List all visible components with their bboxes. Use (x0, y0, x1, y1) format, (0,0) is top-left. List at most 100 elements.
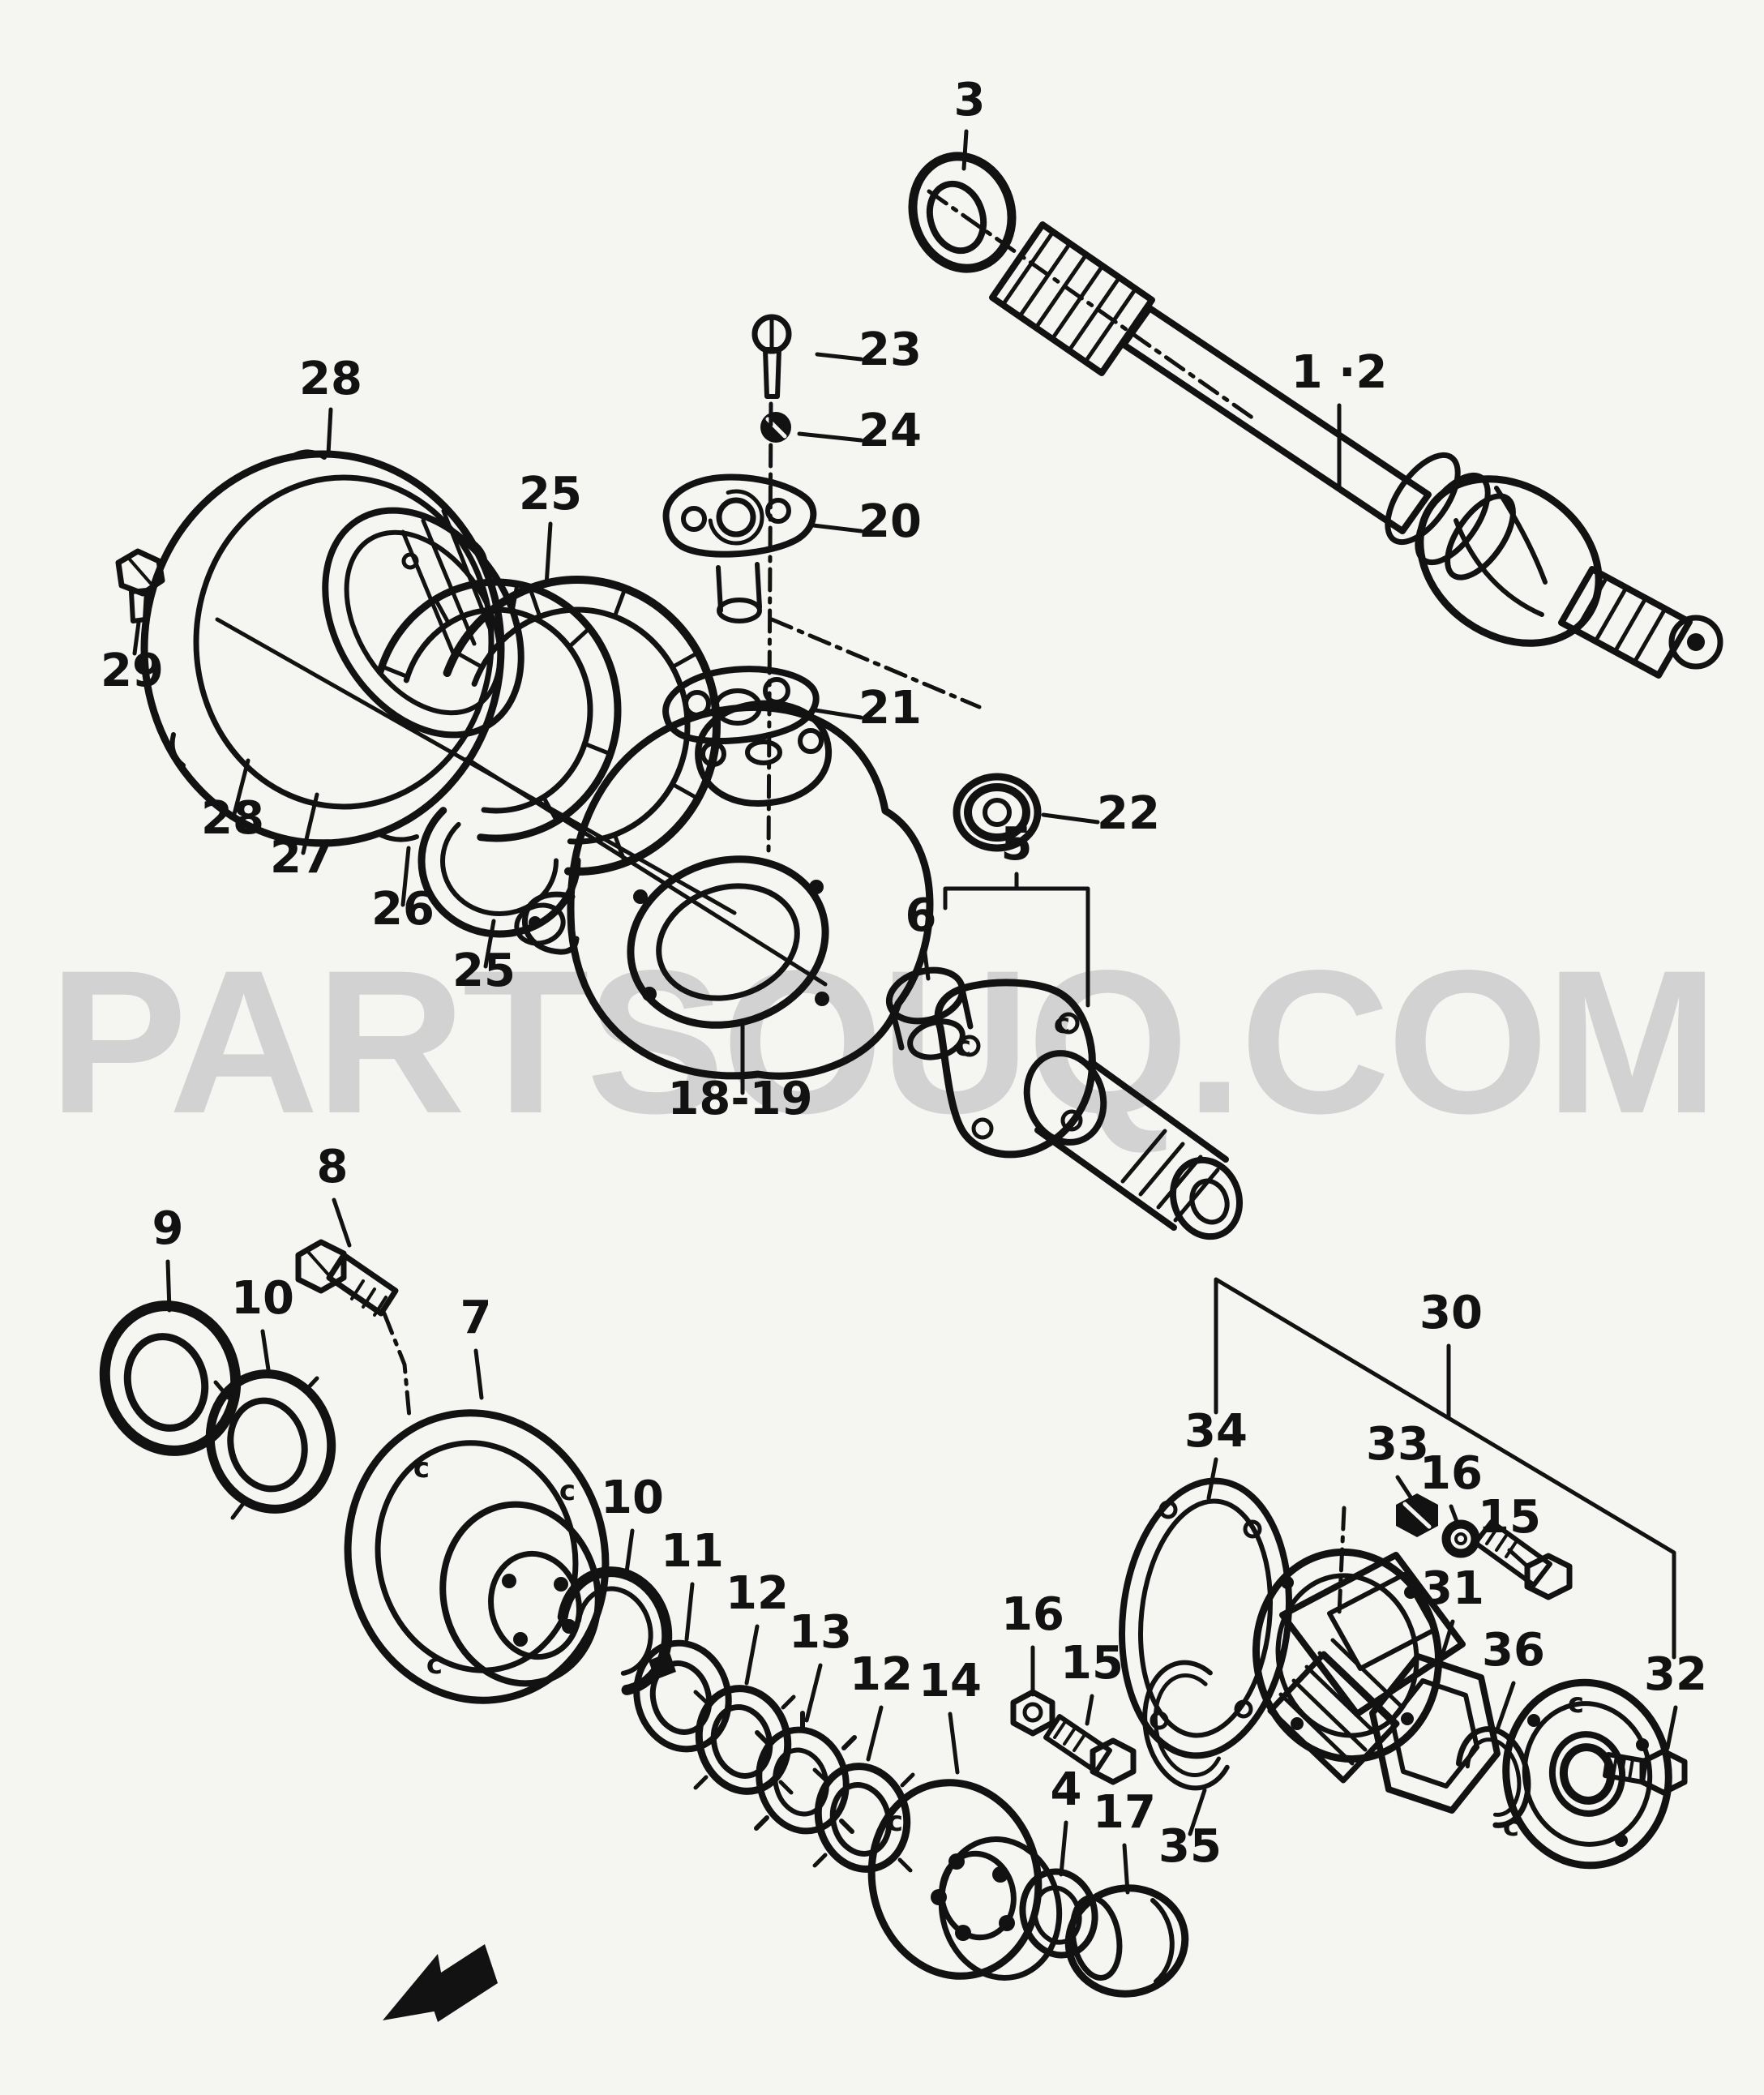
callout-part-33: 33 (1366, 1418, 1429, 1471)
leader-25-top (544, 521, 553, 588)
freewheel-hub-30 (1279, 1552, 1466, 1717)
leader-20 (811, 523, 863, 533)
gasket-34-hole (1243, 1519, 1262, 1539)
callout-part-21: 21 (858, 682, 922, 735)
axle-out-spline-hatch (1632, 606, 1668, 665)
callout-part-24: 24 (858, 405, 922, 457)
gasket-31 (1389, 1678, 1479, 1789)
axle-out-spline-hatch (1593, 585, 1629, 644)
ring-25-hatch (528, 586, 542, 619)
end-flange-dot (1636, 1738, 1649, 1751)
bearing-10-left-hatch (230, 1499, 247, 1520)
freewheel-hub-30-spline (1291, 1678, 1368, 1752)
freewheel-hub-30-dot (1404, 1586, 1417, 1599)
seal-6 (907, 1018, 965, 1060)
knuckle-opening (627, 855, 829, 1029)
cap-17 (1069, 1895, 1123, 1981)
knuckle-bolt-hole (642, 987, 657, 1001)
callout-part-10-left: 10 (231, 1272, 294, 1325)
leader-kingpin-axis (766, 401, 773, 860)
drive-flange-14-spline (992, 1866, 1008, 1883)
callout-part-25-bottom: 25 (452, 945, 516, 997)
callout-part-32: 32 (1644, 1648, 1707, 1701)
leader-8-axis (382, 1311, 412, 1420)
spindle-thread (1120, 1129, 1167, 1184)
leader-36 (1494, 1681, 1516, 1734)
cv-joint-housing (1416, 475, 1603, 647)
callout-part-4: 4 (1051, 1763, 1082, 1816)
spindle-plate (1057, 1012, 1080, 1035)
callout-part-18-19: 18-19 (667, 1073, 812, 1125)
bolt-8 (326, 1252, 399, 1317)
nut-12-first-notch (778, 1780, 794, 1795)
callout-part-13: 13 (789, 1606, 852, 1659)
ring-25-lower (440, 806, 559, 916)
cv-boot-ring (1445, 493, 1516, 581)
spindle-shaft (1034, 1127, 1177, 1231)
gasket-34-hole (1158, 1500, 1178, 1519)
cover-oval-27 (401, 552, 419, 570)
dust-cover-28 (193, 474, 495, 810)
bolt-15-left-thread (1053, 1721, 1066, 1739)
leader-28-top (326, 407, 333, 456)
leader-16-right (1449, 1504, 1461, 1528)
freewheel-hub-30-spline (1304, 1664, 1381, 1738)
leader-assembly-30-bracket (1214, 1277, 1676, 1660)
callout-part-28: 28 (201, 792, 264, 845)
washer-16-right (1441, 1519, 1480, 1558)
nut-12-first (710, 1704, 773, 1779)
bolt-29 (128, 558, 154, 587)
end-flange (1559, 1743, 1616, 1805)
c-ring-35 (1153, 1673, 1227, 1777)
oil-seal-9 (99, 1300, 242, 1456)
callout-part-12-first: 12 (726, 1567, 789, 1620)
hole-mark: c (1503, 1810, 1519, 1843)
ring-26 (370, 578, 622, 842)
bolt-15-right (1524, 1553, 1573, 1600)
cover-oval-hatch (421, 518, 477, 646)
bearing-22 (964, 783, 1030, 842)
bearing-22 (983, 798, 1012, 827)
leader-hub-axis-33 (1337, 1506, 1347, 1616)
callout-part-16-left: 16 (1001, 1588, 1064, 1641)
hole-mark: c (1568, 1687, 1584, 1720)
spindle-plate (934, 979, 1096, 1159)
cover-oval-27 (322, 507, 524, 739)
callout-part-3: 3 (954, 74, 986, 126)
cv-joint-housing (1454, 518, 1544, 617)
bearing-22 (953, 773, 1042, 852)
callout-part-14: 14 (918, 1655, 982, 1707)
watermark-text: PARTSOUQ.COM (49, 928, 1715, 1156)
end-flange-dot (1615, 1834, 1628, 1847)
nut-12-second-notch (812, 1767, 828, 1783)
kingpin-plate-20 (717, 598, 762, 623)
callout-part-15-right: 15 (1478, 1491, 1541, 1544)
drive-flange-14-spline (948, 1853, 965, 1870)
callout-part-16-right: 16 (1419, 1447, 1483, 1500)
lock-washer-13-tab (839, 1819, 854, 1834)
nut-12-first-notch (781, 1694, 796, 1710)
leader-13 (804, 1663, 823, 1723)
axle-shaft-spline-hatch (1083, 286, 1138, 364)
knuckle-top-boss (695, 700, 833, 807)
axle-out-spline-hatch (1612, 596, 1648, 654)
bolt-29 (115, 548, 165, 597)
freewheel-hub-30-dot (1291, 1717, 1304, 1730)
spindle-shaft (1169, 1156, 1244, 1240)
freewheel-hub-30 (1275, 1573, 1419, 1738)
leader-28 (232, 758, 250, 816)
ring-26-hatch (567, 626, 592, 649)
leader-35 (1188, 1788, 1207, 1836)
bolt-15-left (1090, 1737, 1137, 1785)
dust-cover-notch (169, 732, 186, 768)
nut-12-first-notch (693, 1775, 709, 1790)
leader-23 (815, 352, 863, 362)
bolt-32-thread (1612, 1754, 1618, 1777)
bolt-8 (295, 1239, 347, 1294)
spindle-plate (971, 1117, 994, 1140)
leader-10-left (260, 1329, 272, 1377)
gasket-34-hole (1150, 1711, 1169, 1730)
gasket-34 (1119, 1477, 1292, 1759)
callout-part-8: 8 (317, 1141, 349, 1193)
freewheel-hub-30-spline (1317, 1651, 1394, 1724)
